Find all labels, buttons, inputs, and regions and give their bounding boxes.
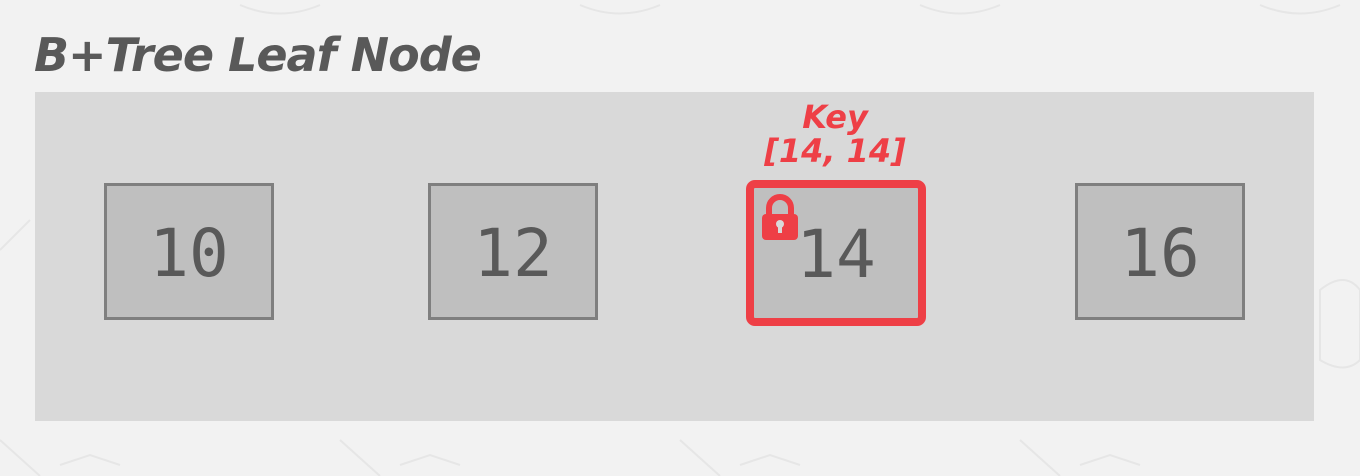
key-value: 12 bbox=[473, 214, 553, 292]
key-value: 14 bbox=[796, 216, 876, 293]
annotation-title: Key bbox=[802, 98, 868, 136]
key-range-annotation: Key [14, 14] bbox=[742, 100, 928, 168]
annotation-range: [14, 14] bbox=[764, 132, 906, 170]
key-value: 10 bbox=[149, 214, 229, 292]
key-slot: 12 bbox=[428, 183, 598, 320]
key-slot: 16 bbox=[1075, 183, 1245, 320]
lock-icon bbox=[762, 194, 798, 240]
page-title: B+Tree Leaf Node bbox=[34, 28, 482, 82]
key-slot: 10 bbox=[104, 183, 274, 320]
locked-key-slot: 14 bbox=[746, 180, 926, 326]
key-value: 16 bbox=[1120, 214, 1200, 292]
